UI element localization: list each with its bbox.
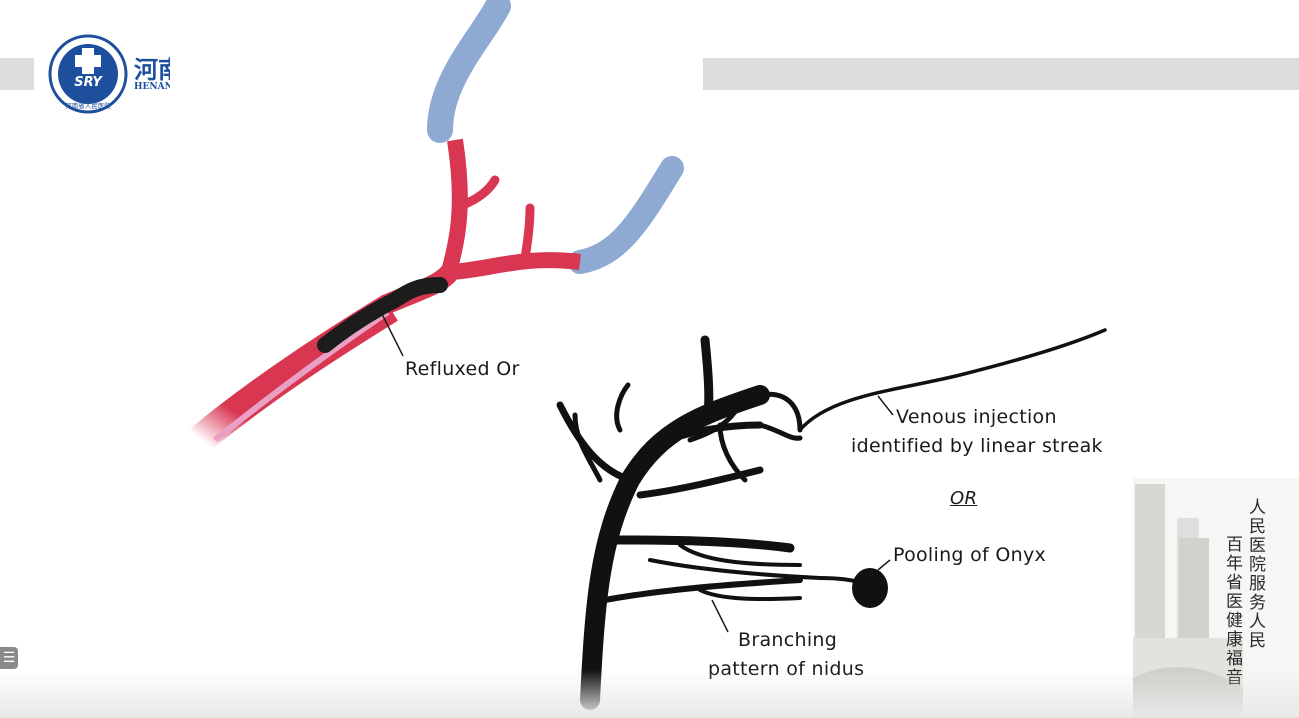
draining-vein-right xyxy=(568,156,684,274)
top-bar-right xyxy=(703,58,1299,90)
top-bar-left xyxy=(0,58,34,90)
artery-branch-right xyxy=(449,252,581,280)
refluxed-onyx xyxy=(317,277,448,353)
catheter-tube xyxy=(213,309,390,443)
slogan-left-column: 百年省医健康福音 xyxy=(1222,535,1242,687)
refluxed-leader-line xyxy=(379,309,404,357)
venous-injection-label-line2: identified by linear streak xyxy=(851,435,1103,457)
logo-english-name: HENAN xyxy=(134,82,170,92)
menu-button[interactable]: ☰ xyxy=(0,647,18,669)
venous-injection-label-line1: Venous injection xyxy=(896,406,1057,428)
logo-ring-text: 河南省人民医院 xyxy=(65,101,111,110)
branching-label-line1: Branching xyxy=(738,629,838,651)
menu-icon: ☰ xyxy=(2,650,16,666)
pooling-leader-line xyxy=(877,559,891,571)
branching-label-line2: pattern of nidus xyxy=(708,658,865,680)
onyx-pool xyxy=(852,568,888,608)
hospital-logo-icon: SRY 河南省人民医院 xyxy=(48,34,128,114)
artery-branch-small-1 xyxy=(458,175,500,210)
logo-text: SRY xyxy=(74,75,103,90)
venous-leader-line xyxy=(877,395,894,416)
pooling-label: Pooling of Onyx xyxy=(893,544,1047,566)
artery-branch-small-2 xyxy=(520,203,535,263)
slogan-right-column: 人民医院服务人民 xyxy=(1245,498,1265,650)
logo-chinese-name: 河南 xyxy=(134,55,170,84)
draining-vein-upper xyxy=(427,0,511,143)
city-skyline-icon xyxy=(1133,478,1299,718)
nidus-branches xyxy=(556,328,1107,710)
branching-leader-line xyxy=(711,599,729,633)
artery-branch-main xyxy=(440,138,468,278)
or-label: OR xyxy=(950,488,978,509)
refluxed-onyx-label: Refluxed Or xyxy=(405,358,520,380)
